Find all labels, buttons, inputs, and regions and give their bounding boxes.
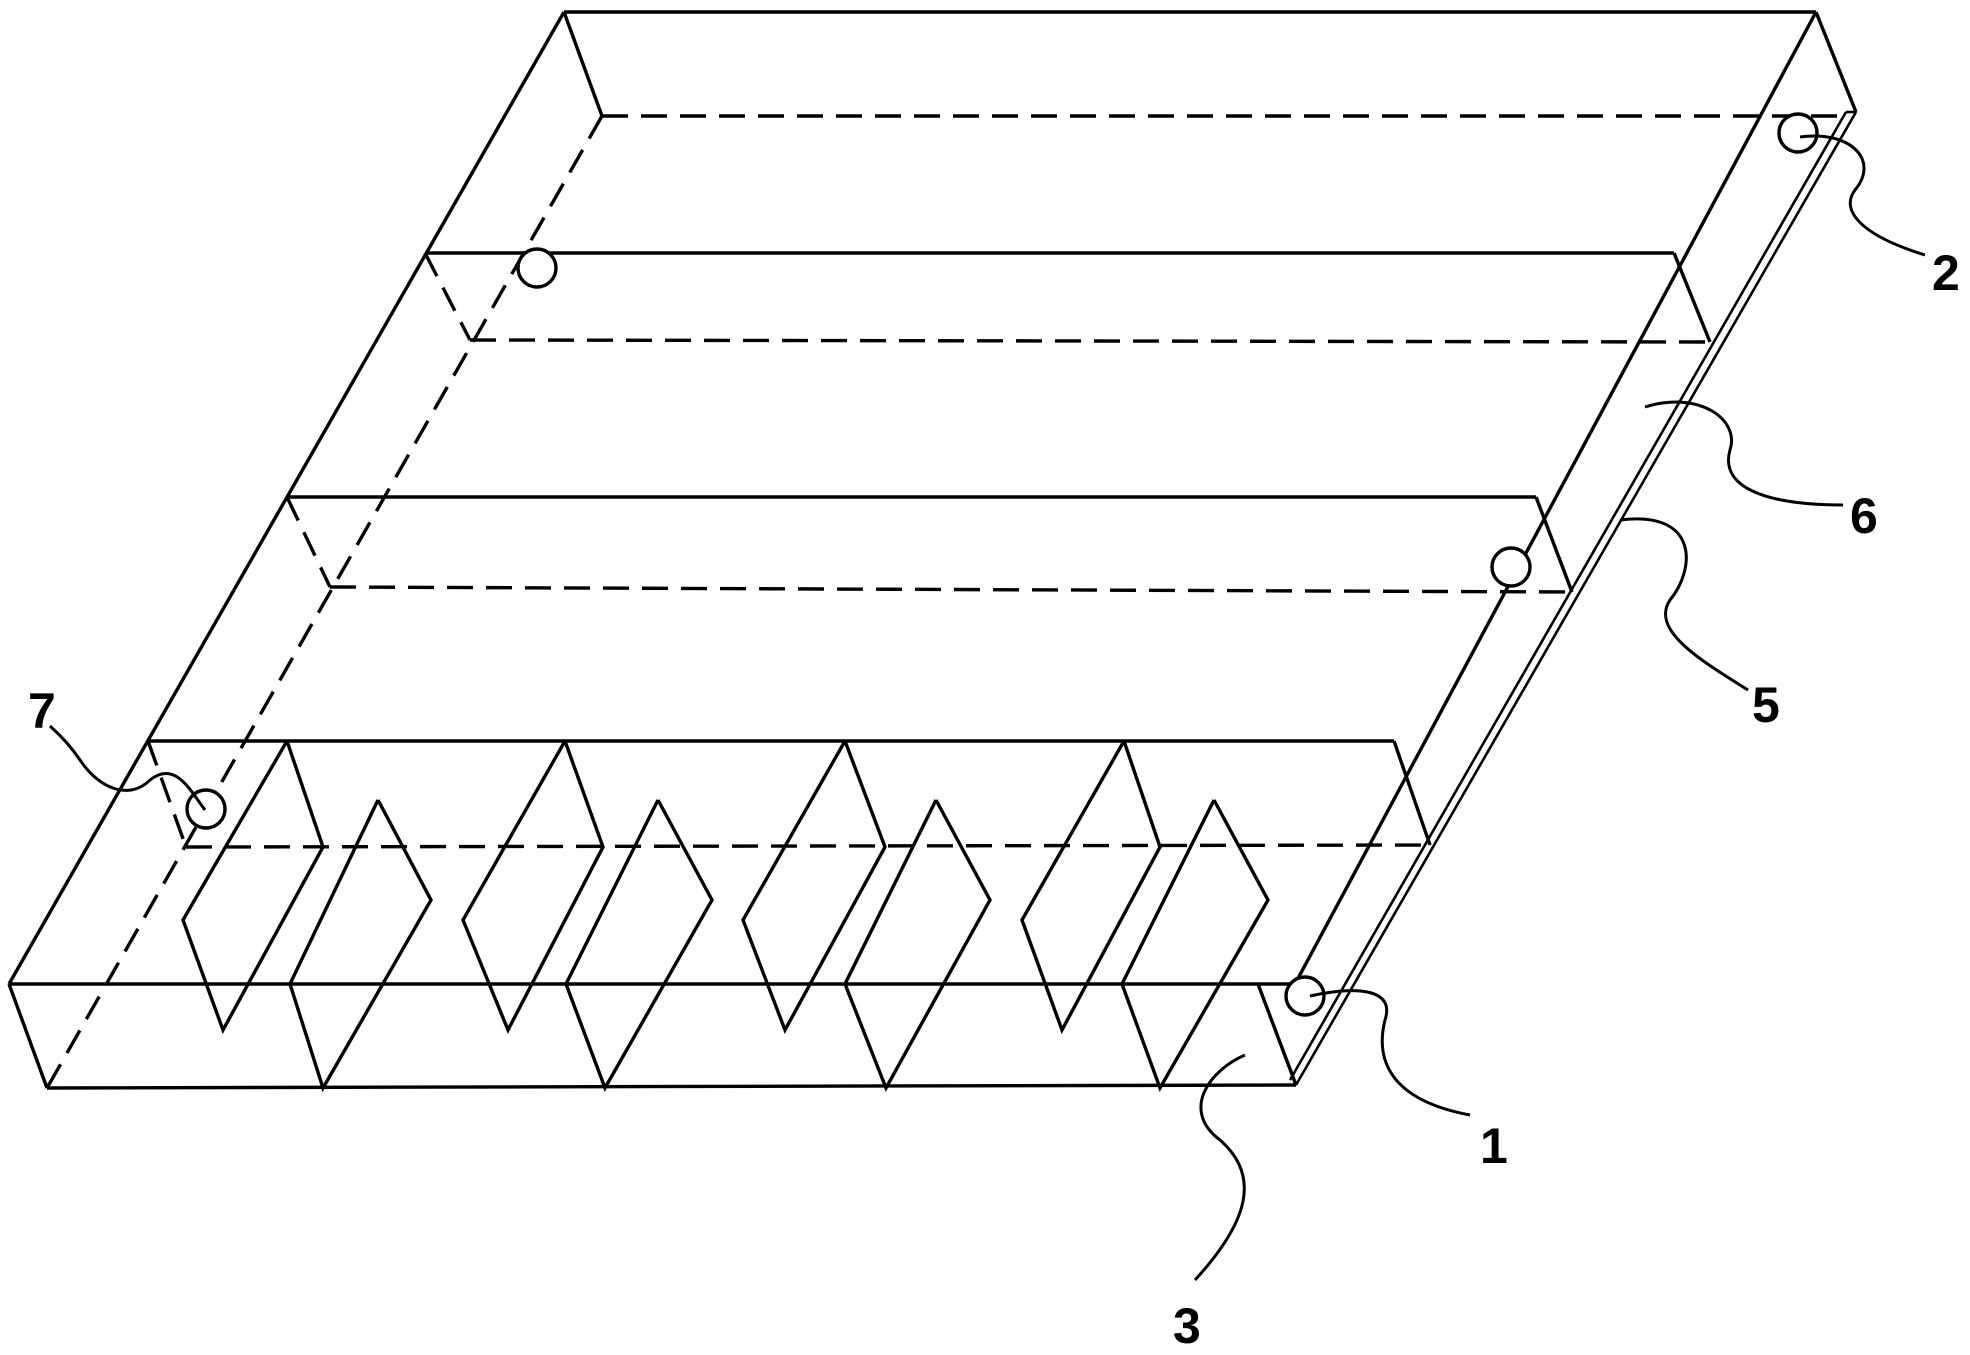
leader-lines xyxy=(48,134,1926,1282)
port-upper-left xyxy=(516,247,558,289)
outer-frame xyxy=(7,10,1858,1090)
callout-labels: 1 2 3 5 6 7 xyxy=(28,245,1960,1354)
hidden-edges xyxy=(45,114,1846,1089)
baffle-fins xyxy=(181,740,1270,1093)
port-top-right xyxy=(1777,112,1819,154)
callout-2: 2 xyxy=(1932,245,1960,301)
ports xyxy=(185,112,1819,1017)
callout-1: 1 xyxy=(1480,1118,1508,1174)
port-bottom-right xyxy=(1284,975,1326,1017)
callout-6: 6 xyxy=(1850,488,1878,544)
side-plate xyxy=(1288,110,1858,1086)
callout-5: 5 xyxy=(1752,677,1780,733)
partitions xyxy=(148,251,1712,846)
port-middle-right xyxy=(1490,546,1532,588)
callout-7: 7 xyxy=(28,683,56,739)
callout-3: 3 xyxy=(1173,1298,1201,1354)
